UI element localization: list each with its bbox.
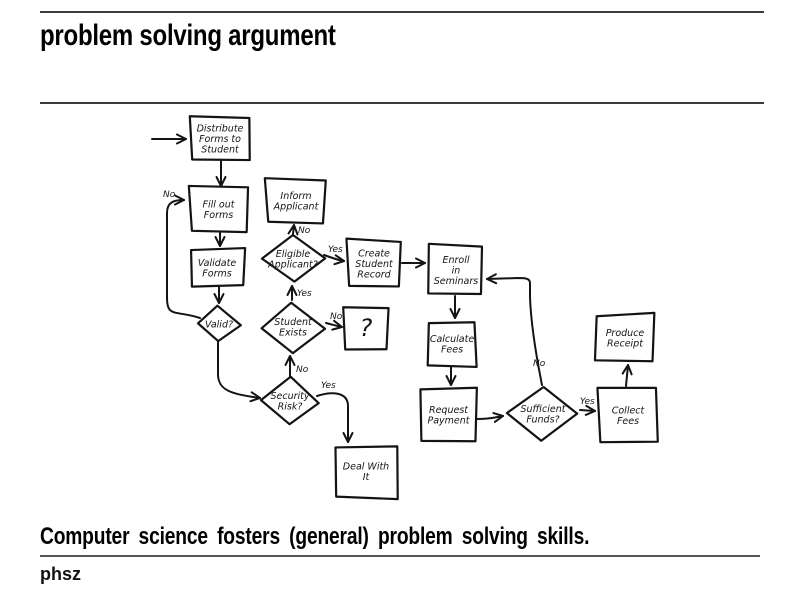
flowchart-edge-student-no-to-question: [325, 319, 343, 331]
process-box-shape: [596, 386, 659, 444]
decision-diamond-shape: [260, 301, 327, 355]
footer-label: phsz: [40, 564, 82, 584]
flowchart-node-label-valid: Valid?: [205, 319, 233, 330]
decision-diamond-shape: [196, 304, 242, 343]
flowchart-node-valid: Valid?: [196, 304, 242, 343]
flowchart-node-label-unknown-question: ?: [360, 314, 373, 342]
page-title: problem solving argument: [40, 19, 336, 52]
process-box-shape: [188, 115, 251, 162]
header-divider-rule: [40, 102, 764, 104]
flowchart-edge-label-sufficient-yes-to-collect: Yes: [580, 397, 595, 407]
flowchart-node-unknown-question: ?: [342, 306, 390, 351]
flowchart-edge-collect-to-produce: [621, 364, 633, 387]
decision-diamond-shape: [260, 233, 327, 283]
flowchart-edge-sufficient-yes-to-collect: [579, 404, 596, 416]
flowchart-edge-security-yes-to-deal: [316, 392, 354, 443]
flowchart-edge-label-valid-no-to-fill-out: No: [163, 190, 176, 200]
process-box-shape: [189, 246, 247, 288]
decision-diamond-shape: [259, 375, 320, 426]
flowchart-edge-eligible-no-to-inform: [287, 224, 299, 236]
statement-text: Computer science fosters (general) probl…: [40, 523, 590, 550]
flowchart-edge-label-sufficient-no-to-enroll: No: [533, 359, 546, 369]
flowchart-edge-request-to-sufficient: [476, 412, 504, 423]
process-box-shape: [342, 306, 390, 351]
flowchart-edges-layer: [151, 133, 633, 443]
process-box-shape: [345, 237, 402, 288]
process-box-shape: [334, 445, 399, 501]
flowchart-edge-valid-to-security-risk: [217, 341, 261, 403]
flowchart-edge-sufficient-no-to-enroll: [486, 273, 543, 386]
flowchart-edge-valid-no-to-fill-out: [166, 194, 201, 319]
flowchart-edge-eligible-yes-to-create: [323, 254, 345, 266]
process-box-shape: [419, 386, 478, 443]
process-box-shape: [427, 242, 484, 296]
top-rule: [40, 11, 764, 13]
decision-diamond-shape: [505, 385, 579, 442]
flowchart-edge-label-eligible-yes-to-create: Yes: [328, 245, 343, 255]
process-box-shape: [593, 311, 656, 363]
flowchart-edge-label-security-yes-to-deal: Yes: [321, 381, 336, 391]
footer-rule: [40, 555, 760, 557]
flowchart-edge-label-security-no-to-student: No: [296, 365, 309, 375]
flowchart-edge-label-eligible-no-to-inform: No: [298, 226, 311, 236]
flowchart-edge-label-student-no-to-question: No: [330, 312, 343, 322]
process-box-shape: [187, 184, 250, 234]
process-box-shape: [263, 177, 327, 225]
process-box-shape: [426, 321, 478, 369]
flowchart-edge-label-student-yes-to-eligible: Yes: [297, 289, 312, 299]
